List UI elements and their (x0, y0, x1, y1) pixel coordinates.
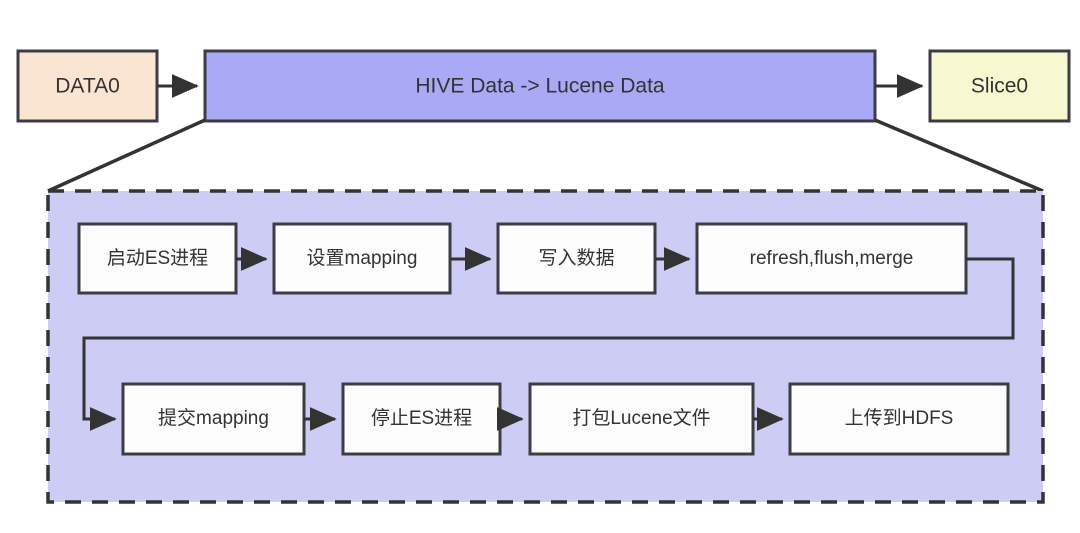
step-label-stop-es: 停止ES进程 (371, 407, 472, 429)
arrow-refresh-to-submit-mapping (82, 257, 1015, 431)
step-label-start-es: 启动ES进程 (107, 247, 208, 269)
step-label-submit-mapping: 提交mapping (158, 407, 269, 429)
step-box-stop-es (341, 382, 502, 456)
node-data0-label: DATA0 (55, 75, 120, 98)
step-label-write-data: 写入数据 (538, 247, 614, 269)
top-row-group: DATA0 HIVE Data -> Lucene Data Slice0 (16, 49, 1071, 123)
step-box-package-lucene (528, 382, 755, 456)
step-label-package-lucene: 打包Lucene文件 (572, 407, 710, 429)
expansion-connectors (47, 118, 1044, 193)
detail-row-2: 提交mapping 停止ES进程 打包Lucene文件 上传到HDFS (121, 382, 1010, 456)
node-slice0-label: Slice0 (971, 75, 1028, 98)
step-box-submit-mapping (121, 382, 306, 456)
step-label-upload-hdfs: 上传到HDFS (845, 407, 954, 429)
node-hive-process-box (203, 49, 877, 123)
step-box-set-mapping (272, 222, 452, 295)
connector-right-diagonal (874, 118, 1044, 193)
step-label-set-mapping: 设置mapping (307, 247, 418, 269)
step-box-upload-hdfs (788, 382, 1010, 456)
step-label-refresh-flush-merge: refresh,flush,merge (750, 248, 914, 269)
node-data0-box (16, 49, 159, 123)
node-slice0-box (928, 49, 1071, 123)
connector-left-diagonal (47, 118, 206, 193)
detail-row-1: 启动ES进程 设置mapping 写入数据 refresh,flush,merg… (77, 222, 968, 295)
node-hive-process-label: HIVE Data -> Lucene Data (415, 75, 665, 98)
